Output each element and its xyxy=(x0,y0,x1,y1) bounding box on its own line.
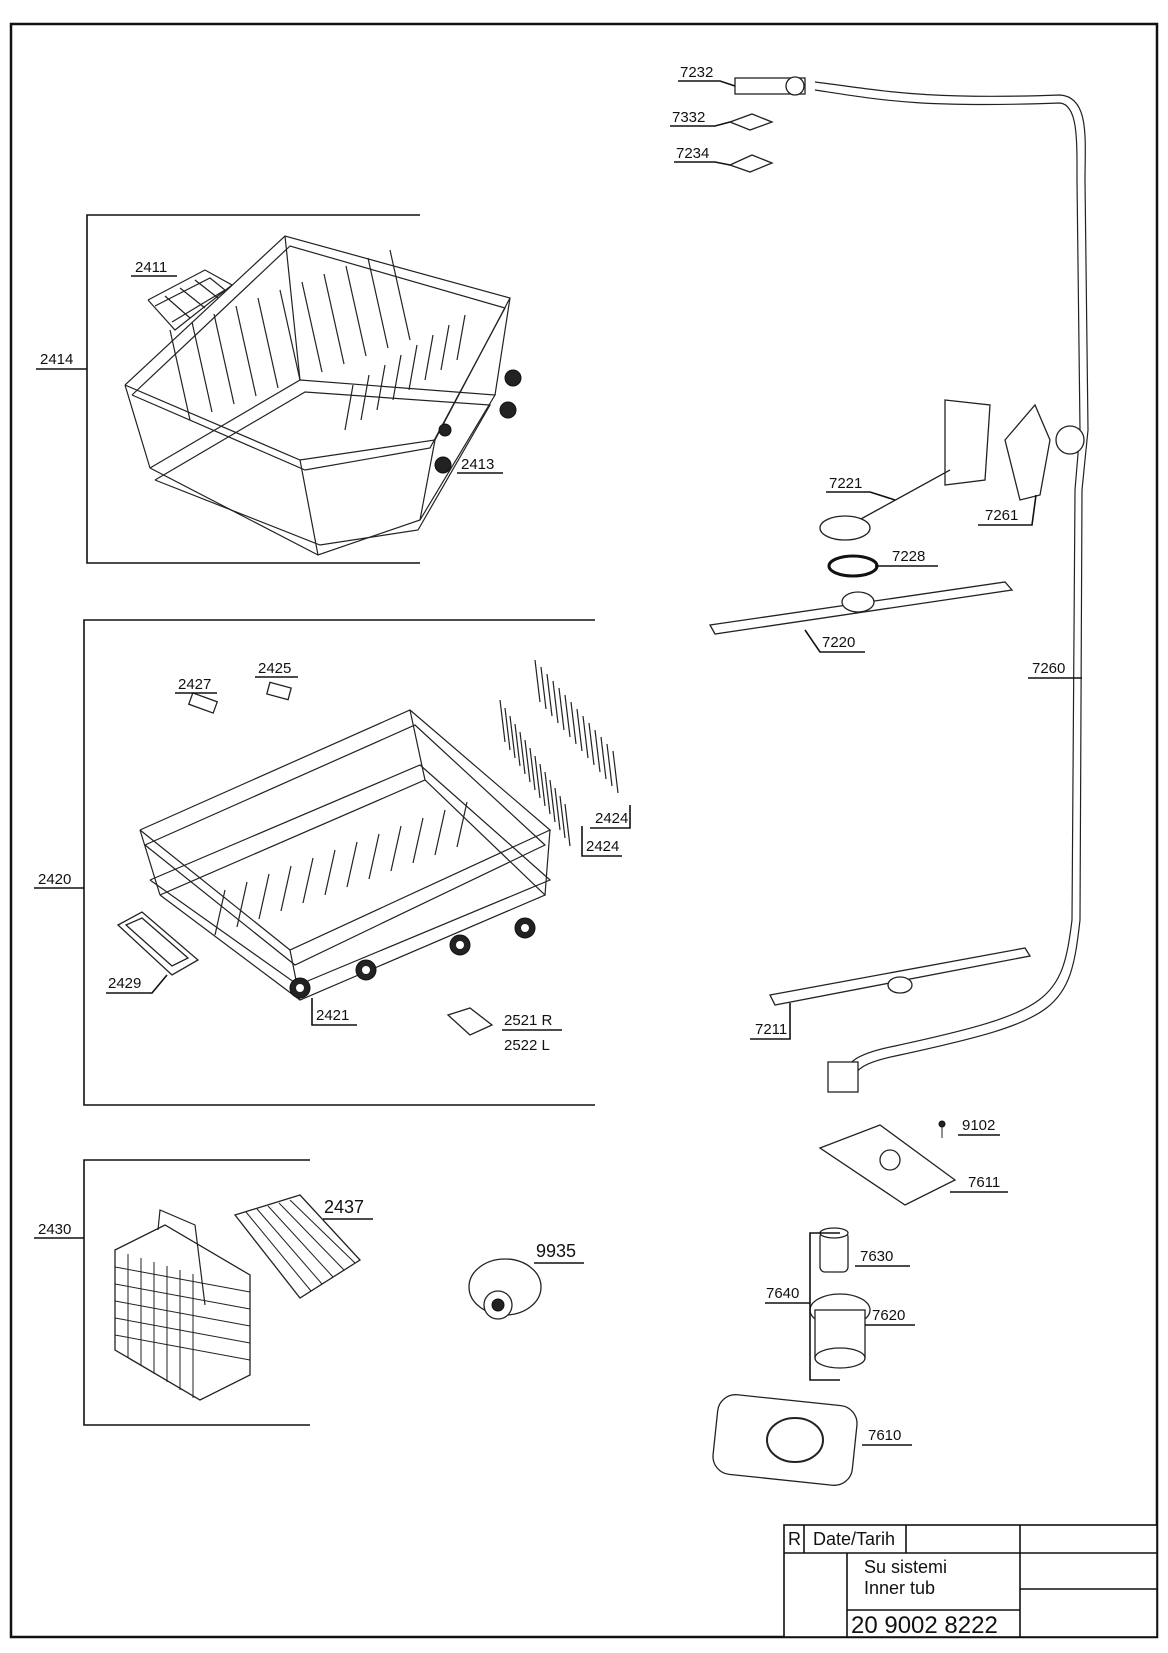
label-2521: 2521 R xyxy=(504,1012,553,1029)
label-7232: 7232 xyxy=(680,64,713,81)
label-2437: 2437 xyxy=(324,1197,364,1217)
label-2522: 2522 L xyxy=(504,1037,550,1054)
title-block-title-en: Inner tub xyxy=(864,1578,935,1598)
label-7620: 7620 xyxy=(872,1307,905,1324)
group-2430-cutlery-basket: 2430 2437 9935 xyxy=(34,1159,584,1426)
label-2413: 2413 xyxy=(461,456,494,473)
drawing-number: 20 9002 8222 xyxy=(851,1612,998,1639)
label-9102: 9102 xyxy=(962,1117,995,1134)
water-system-labels: 7232 7332 7234 7221 7261 7228 7220 7260 … xyxy=(670,64,1082,1446)
title-block-title-tr: Su sistemi xyxy=(864,1557,947,1577)
drawing-frame xyxy=(9,22,1159,1639)
label-2427: 2427 xyxy=(178,676,211,693)
label-7640: 7640 xyxy=(766,1285,799,1302)
label-7260: 7260 xyxy=(1032,660,1065,677)
label-2424-right: 2424 xyxy=(595,810,628,827)
label-7610: 7610 xyxy=(868,1427,901,1444)
label-2425: 2425 xyxy=(258,660,291,677)
lower-basket-illustration xyxy=(116,659,619,1036)
label-7332: 7332 xyxy=(672,109,705,126)
title-block-rev: R xyxy=(788,1529,801,1549)
label-2430: 2430 xyxy=(38,1221,71,1238)
label-2421: 2421 xyxy=(316,1007,349,1024)
label-2411: 2411 xyxy=(135,259,167,276)
group-2414-upper-basket: 2414 xyxy=(36,214,522,564)
title-block: R Date/Tarih Su sistemi Inner tub 20 900… xyxy=(783,1524,1158,1639)
label-2420: 2420 xyxy=(38,871,71,888)
label-9935: 9935 xyxy=(536,1241,576,1261)
label-7234: 7234 xyxy=(676,145,709,162)
water-system xyxy=(708,76,1089,1486)
label-2414: 2414 xyxy=(40,351,73,368)
label-2424-left: 2424 xyxy=(586,838,619,855)
group-2420-lower-basket: 2420 xyxy=(34,619,631,1106)
label-7211: 7211 xyxy=(755,1021,787,1038)
label-7261: 7261 xyxy=(985,507,1018,524)
label-7611: 7611 xyxy=(968,1174,1000,1191)
title-block-date-label: Date/Tarih xyxy=(813,1529,895,1549)
label-2429: 2429 xyxy=(108,975,141,992)
cutlery-basket-illustration xyxy=(114,1194,542,1401)
fold-rack-2411 xyxy=(147,269,234,331)
upper-basket-illustration xyxy=(124,235,522,556)
label-7221: 7221 xyxy=(829,475,862,492)
label-7630: 7630 xyxy=(860,1248,893,1265)
label-7228: 7228 xyxy=(892,548,925,565)
label-7220: 7220 xyxy=(822,634,855,651)
